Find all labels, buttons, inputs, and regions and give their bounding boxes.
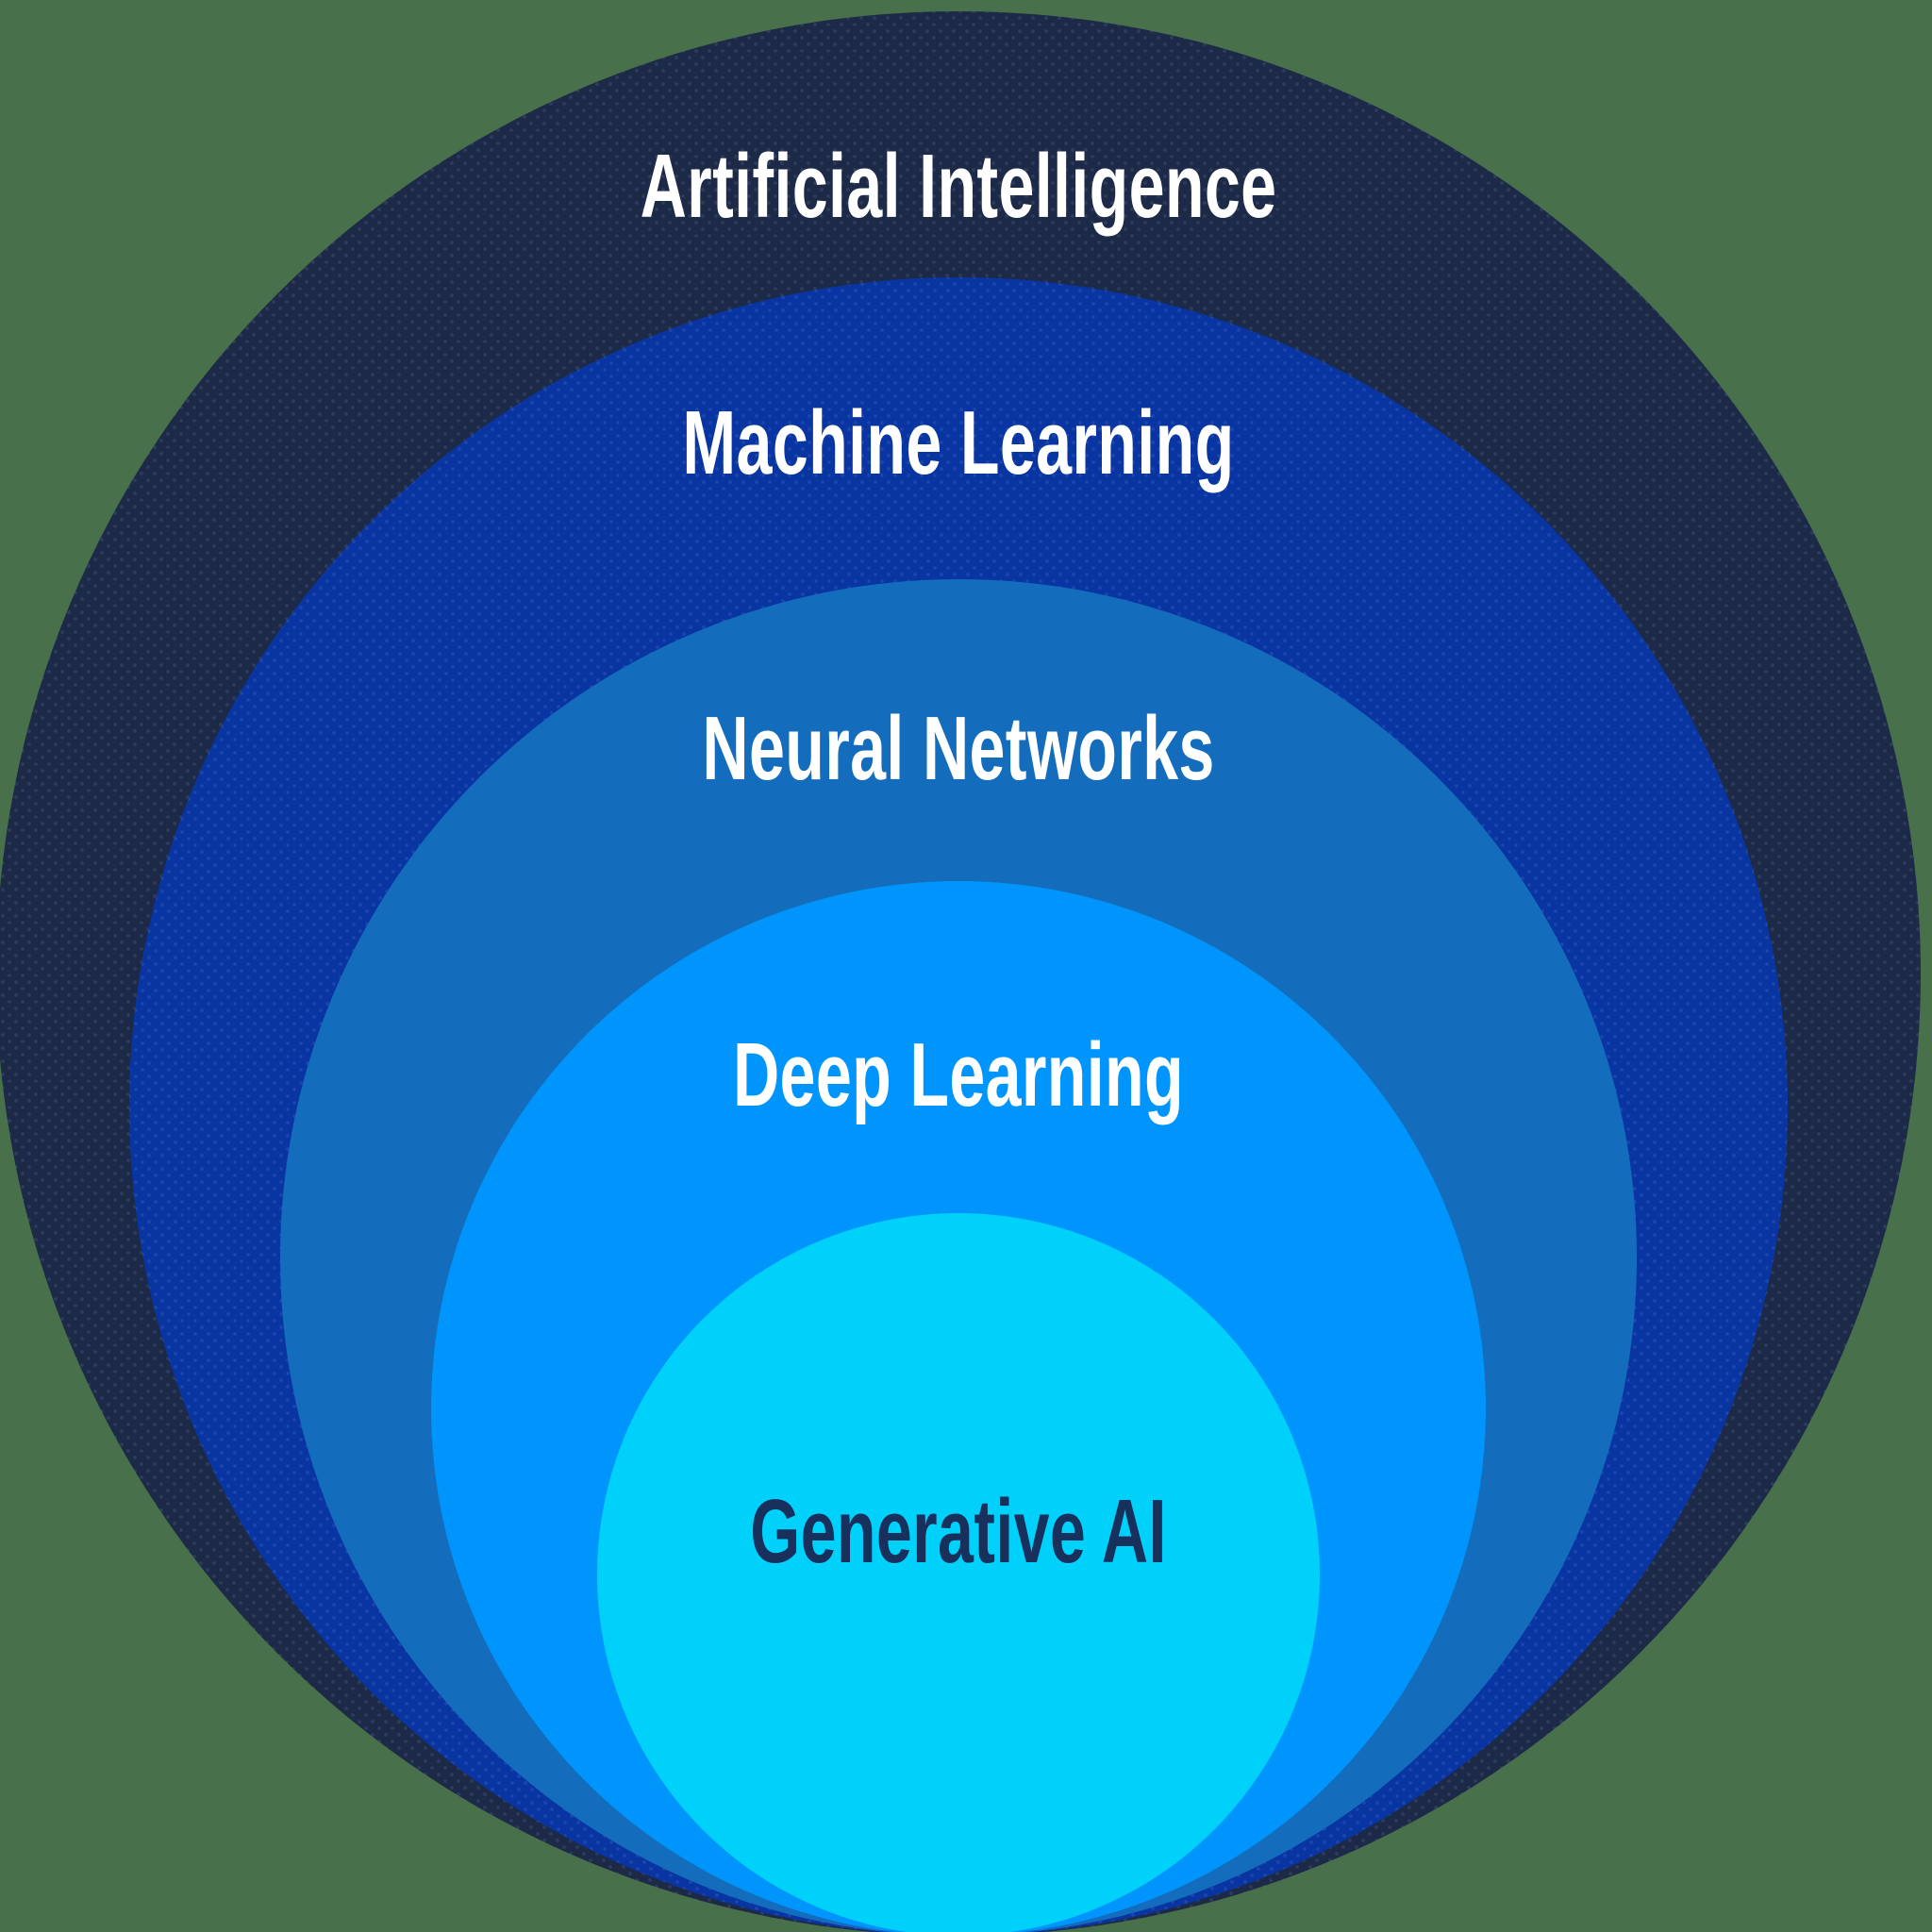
circle-generative-ai	[597, 1213, 1320, 1932]
label-deep-learning: Deep Learning	[732, 1024, 1185, 1125]
label-neural-networks: Neural Networks	[702, 698, 1215, 799]
label-artificial-intelligence: Artificial Intelligence	[640, 136, 1277, 237]
label-machine-learning: Machine Learning	[682, 392, 1235, 493]
label-generative-ai: Generative AI	[750, 1481, 1167, 1582]
